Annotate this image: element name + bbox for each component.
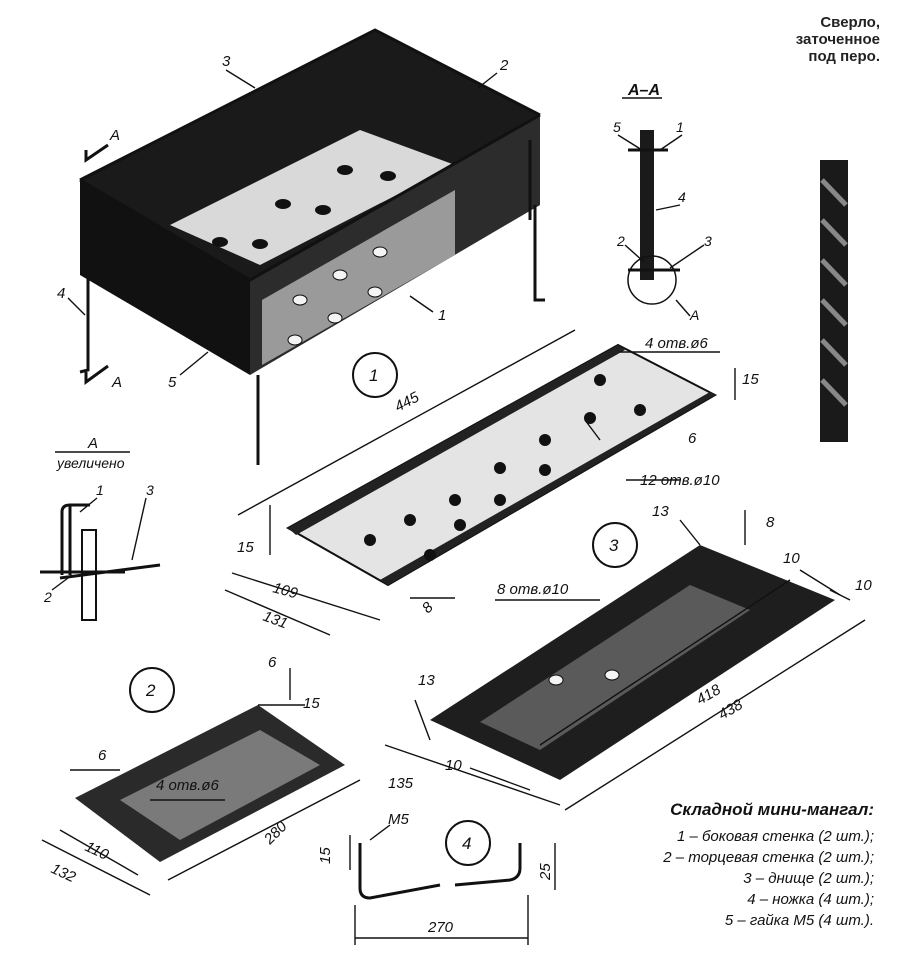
detail-a-zoom — [40, 451, 161, 621]
leg-part — [349, 824, 556, 945]
figure-4-marker — [445, 820, 491, 866]
dim-side-top-edge: 15 — [742, 371, 759, 388]
part-label-5: 5 — [168, 374, 177, 391]
section-mark-top: А — [109, 127, 120, 144]
dim-bottom-right: 8 — [766, 514, 775, 531]
drill-bit — [820, 160, 848, 442]
figure-4-number: 4 — [462, 834, 471, 853]
dim-side-width: 131 — [261, 608, 290, 633]
dim-side-bend: 6 — [688, 430, 697, 447]
part-label-2: 2 — [499, 57, 509, 74]
section-label-3: 3 — [704, 233, 712, 249]
dim-end-bend: 6 — [268, 654, 277, 671]
dim-side-length: 445 — [392, 388, 423, 415]
dim-side-flange: 8 — [419, 598, 437, 616]
dim-bottom-edge-right: 10 — [855, 577, 872, 594]
dim-end-edge-left: 6 — [98, 747, 107, 764]
section-mark-bottom: А — [111, 374, 122, 391]
dim-bottom-edge: 10 — [445, 757, 462, 774]
part-label-1: 1 — [438, 307, 446, 324]
dim-end-holes: 4 отв.ø6 — [156, 777, 220, 794]
section-title: А–А — [627, 82, 660, 99]
drill-caption-line-2: заточенное — [795, 31, 880, 48]
section-detail-letter: А — [689, 307, 699, 323]
drill-caption-line-3: под перо. — [808, 48, 880, 65]
figure-3-marker — [592, 522, 638, 568]
figure-2-marker — [129, 667, 175, 713]
drill-caption-line-1: Сверло, — [820, 14, 880, 31]
dim-leg-thread: М5 — [388, 811, 409, 828]
dim-side-holes-main: 12 отв.ø10 — [640, 472, 720, 489]
zoom-label-1: 1 — [96, 482, 104, 498]
section-a-a — [617, 97, 705, 317]
dim-bottom-top: 13 — [652, 503, 669, 520]
dim-bottom-holes: 8 отв.ø10 — [497, 581, 569, 598]
dim-leg-height: 25 — [537, 863, 554, 881]
legend-item-1: 1 – боковая стенка (2 шт.); — [676, 828, 874, 845]
assembled-brazier — [67, 28, 545, 465]
dim-bottom-right2: 10 — [783, 550, 800, 567]
figure-2-number: 2 — [145, 681, 156, 700]
dim-leg-length: 270 — [427, 919, 454, 936]
legend-item-5: 5 – гайка М5 (4 шт.). — [724, 912, 874, 929]
dim-end-length: 280 — [260, 818, 291, 849]
figure-1-marker — [352, 352, 398, 398]
figure-1-number: 1 — [369, 366, 378, 385]
part-label-4: 4 — [57, 285, 65, 302]
dim-bottom-left: 13 — [418, 672, 435, 689]
legend-item-3: 3 – днище (2 шт.); — [743, 870, 874, 887]
parts-legend: Складной мини-мангал: 1 – боковая стенка… — [584, 800, 874, 931]
dim-end-inner: 110 — [82, 838, 111, 864]
side-wall-part — [224, 329, 736, 636]
legend-item-2: 2 – торцевая стенка (2 шт.); — [663, 849, 874, 866]
section-label-4: 4 — [678, 189, 686, 205]
dim-end-edge: 15 — [303, 695, 320, 712]
legend-item-4: 4 – ножка (4 шт.); — [747, 891, 874, 908]
dim-side-holes-top: 4 отв.ø6 — [645, 335, 709, 352]
drill-caption: Сверло, заточенное под перо. — [730, 14, 880, 65]
end-wall-part — [41, 668, 361, 896]
dim-end-width: 132 — [48, 860, 78, 886]
zoom-label-2: 2 — [43, 589, 52, 605]
dim-bottom-length: 438 — [716, 696, 747, 724]
section-label-1: 1 — [676, 119, 684, 135]
dim-side-edge: 15 — [237, 539, 254, 556]
legend-title: Складной мини-мангал: — [670, 800, 874, 819]
figure-3-number: 3 — [609, 536, 619, 555]
part-label-3: 3 — [222, 53, 231, 70]
zoom-label-3: 3 — [146, 482, 154, 498]
section-label-2: 2 — [616, 233, 625, 249]
dim-leg-short: 15 — [317, 847, 334, 864]
section-label-5: 5 — [613, 119, 621, 135]
dim-side-inner: 109 — [271, 579, 300, 602]
dim-bottom-width: 135 — [388, 775, 414, 792]
zoom-title-label: увеличено — [56, 455, 125, 471]
zoom-title-letter: А — [87, 435, 98, 452]
bottom-part — [384, 510, 866, 811]
